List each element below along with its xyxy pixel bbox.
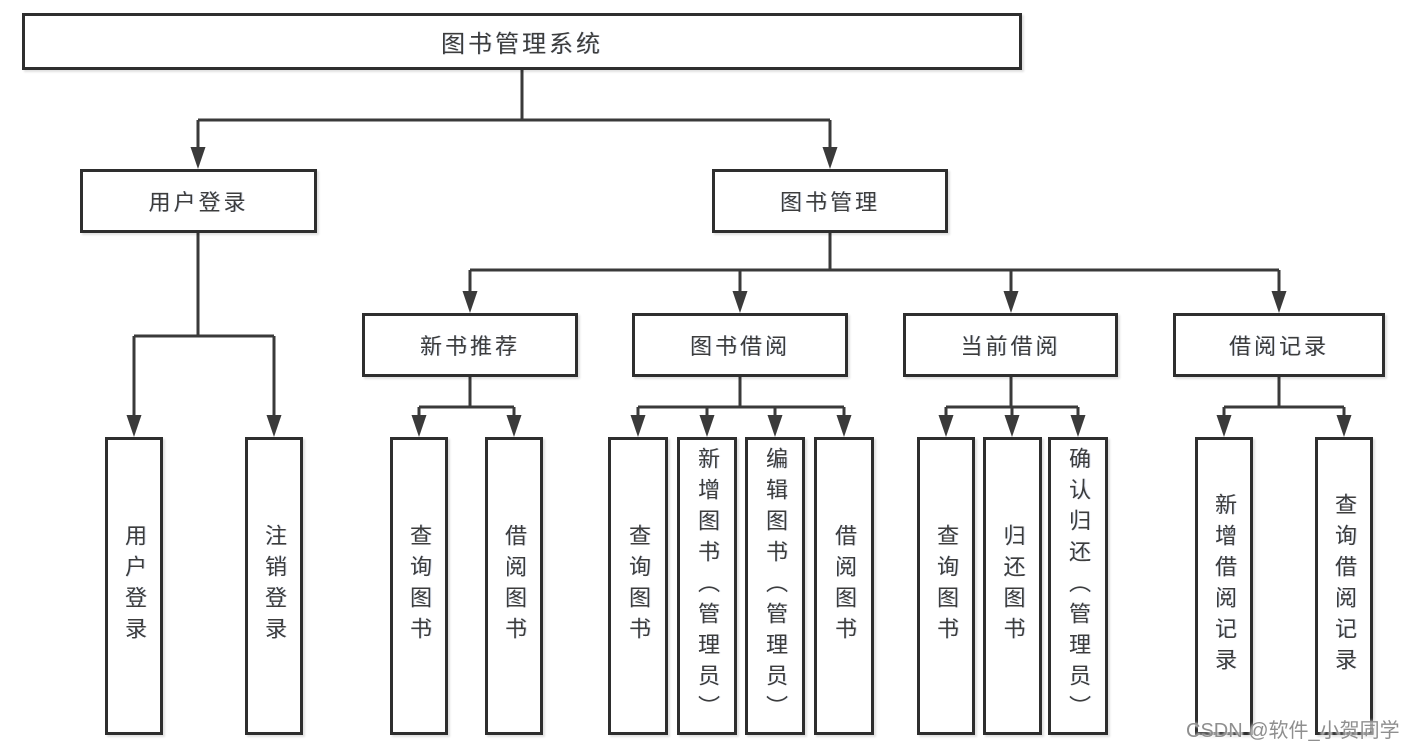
connector-new-book-children <box>411 377 522 437</box>
connector-book-management-children <box>462 232 1287 313</box>
arrow-down-icon <box>462 291 478 313</box>
node-leaf-edit-book-admin-label: 编辑图书（管理员） <box>763 446 788 726</box>
node-new-book-recommend: 新书推荐 <box>362 313 578 377</box>
arrow-down-icon <box>1070 415 1086 437</box>
node-leaf-query-books-current: 查询图书 <box>917 437 975 735</box>
arrow-down-icon <box>699 415 715 437</box>
arrow-down-icon <box>126 415 142 437</box>
node-leaf-return-books: 归还图书 <box>983 437 1042 735</box>
node-leaf-borrow-books: 借阅图书 <box>814 437 874 735</box>
node-leaf-confirm-return-admin: 确认归还（管理员） <box>1048 437 1108 735</box>
arrow-down-icon <box>1216 415 1232 437</box>
csdn-watermark: CSDN @软件_小贺同学 <box>1186 720 1400 742</box>
node-current-borrow-label: 当前借阅 <box>960 334 1061 359</box>
arrow-down-icon <box>630 415 646 437</box>
node-leaf-query-borrow-record-label: 查询借阅记录 <box>1332 493 1357 679</box>
arrow-down-icon <box>1271 291 1287 313</box>
connector-borrow-records-children <box>1216 377 1352 437</box>
connector-user-login-children <box>126 232 282 437</box>
arrow-down-icon <box>411 415 427 437</box>
node-borrow-records: 借阅记录 <box>1173 313 1385 377</box>
node-user-login: 用户登录 <box>80 169 317 233</box>
node-leaf-query-books-borrow-label: 查询图书 <box>626 524 651 648</box>
node-leaf-borrow-books-label: 借阅图书 <box>832 524 857 648</box>
node-leaf-query-books-borrow: 查询图书 <box>608 437 668 735</box>
node-book-borrow-label: 图书借阅 <box>689 334 790 359</box>
arrow-down-icon <box>266 415 282 437</box>
node-leaf-edit-book-admin: 编辑图书（管理员） <box>745 437 805 735</box>
node-leaf-add-borrow-record-label: 新增借阅记录 <box>1212 493 1237 679</box>
node-leaf-return-books-label: 归还图书 <box>1000 524 1026 648</box>
connector-current-borrow-children <box>938 377 1086 437</box>
node-leaf-confirm-return-admin-label: 确认归还（管理员） <box>1066 446 1091 726</box>
node-current-borrow: 当前借阅 <box>903 313 1118 377</box>
node-leaf-add-book-admin: 新增图书（管理员） <box>677 437 737 735</box>
arrow-down-icon <box>836 415 852 437</box>
node-book-management: 图书管理 <box>712 169 948 233</box>
node-leaf-logout: 注销登录 <box>245 437 303 735</box>
node-book-management-label: 图书管理 <box>779 190 880 215</box>
arrow-down-icon <box>732 291 748 313</box>
arrow-down-icon <box>1004 415 1020 437</box>
arrow-down-icon <box>190 147 206 169</box>
node-root-label: 图书管理系统 <box>441 31 603 58</box>
arrow-down-icon <box>506 415 522 437</box>
node-leaf-borrow-books-recommend-label: 借阅图书 <box>502 524 527 648</box>
connector-root-to-level1 <box>190 70 838 169</box>
node-leaf-query-books-recommend: 查询图书 <box>390 437 448 735</box>
node-leaf-logout-label: 注销登录 <box>262 524 287 648</box>
arrow-down-icon <box>938 415 954 437</box>
node-leaf-add-borrow-record: 新增借阅记录 <box>1195 437 1253 735</box>
connector-book-borrow-children <box>630 377 852 437</box>
node-root: 图书管理系统 <box>22 13 1022 70</box>
arrow-down-icon <box>822 147 838 169</box>
node-leaf-user-login-label: 用户登录 <box>122 524 147 648</box>
arrow-down-icon <box>1003 291 1019 313</box>
node-new-book-recommend-label: 新书推荐 <box>419 334 520 359</box>
node-leaf-user-login: 用户登录 <box>105 437 163 735</box>
node-leaf-query-borrow-record: 查询借阅记录 <box>1315 437 1373 735</box>
arrow-down-icon <box>1336 415 1352 437</box>
node-leaf-query-books-recommend-label: 查询图书 <box>407 524 432 648</box>
node-book-borrow: 图书借阅 <box>632 313 848 377</box>
node-leaf-borrow-books-recommend: 借阅图书 <box>485 437 543 735</box>
node-borrow-records-label: 借阅记录 <box>1228 334 1329 359</box>
arrow-down-icon <box>767 415 783 437</box>
node-leaf-query-books-current-label: 查询图书 <box>934 524 959 648</box>
node-leaf-add-book-admin-label: 新增图书（管理员） <box>695 446 720 726</box>
node-user-login-label: 用户登录 <box>148 190 249 215</box>
